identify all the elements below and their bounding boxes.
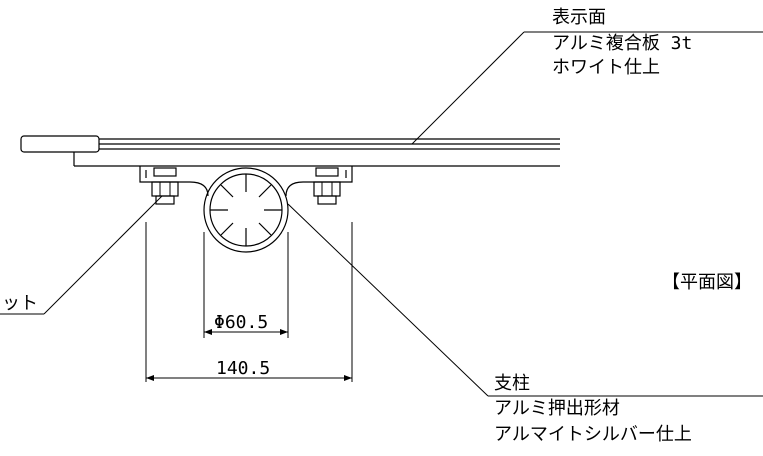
leader-bolt <box>0 195 163 315</box>
dimension-bracket-width: 140.5 <box>145 222 353 382</box>
post-pipe <box>203 167 289 253</box>
surface-material: アルミ複合板 3t <box>552 33 692 54</box>
display-panel <box>20 135 560 167</box>
leader-surface <box>411 31 763 145</box>
surface-finish: ホワイト仕上 <box>552 57 660 78</box>
right-bolt <box>313 167 341 205</box>
panel-end-cap <box>20 135 100 153</box>
post-title: 支柱 <box>494 373 530 394</box>
post-material: アルミ押出形材 <box>494 398 620 419</box>
pipe-diameter-label: Φ60.5 <box>214 312 268 333</box>
post-finish: アルマイトシルバー仕上 <box>494 424 692 445</box>
dimension-pipe-diameter: Φ60.5 <box>203 232 289 338</box>
bolt-label-fragment: ット <box>2 293 38 314</box>
plan-view-label: 【平面図】 <box>662 272 752 293</box>
left-bolt <box>151 167 179 205</box>
leader-post <box>287 203 763 397</box>
bracket-width-label: 140.5 <box>216 358 270 379</box>
surface-title: 表示面 <box>552 7 606 28</box>
